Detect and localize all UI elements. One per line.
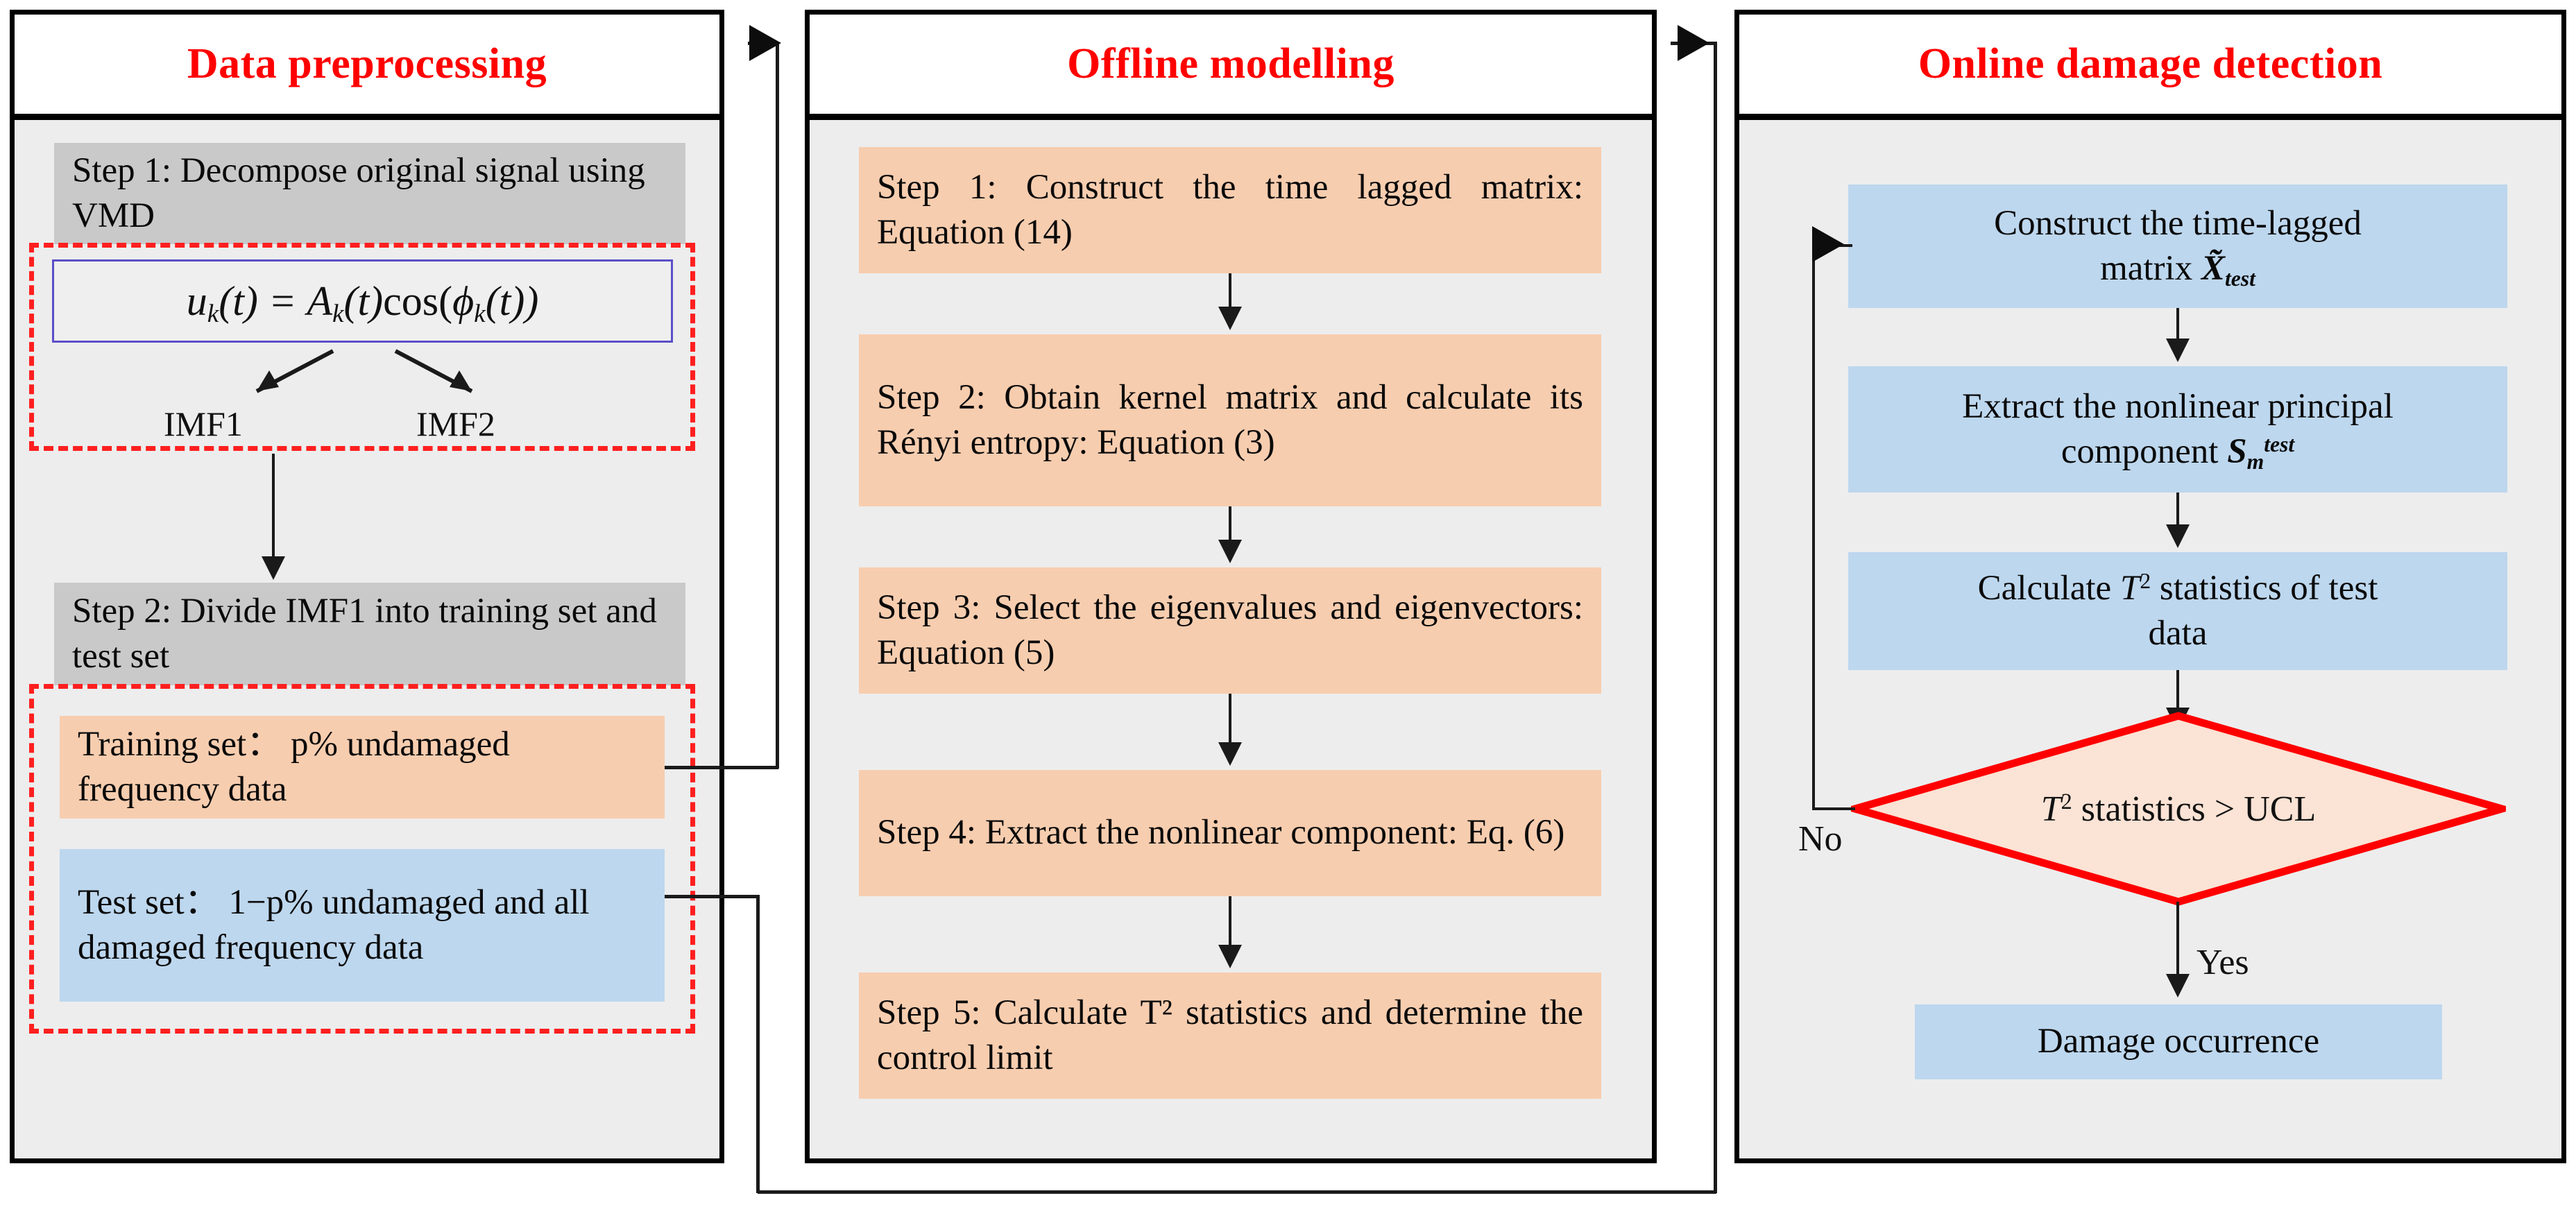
panel-title-online-damage-detection: Online damage detection: [1918, 40, 2383, 87]
decision-diamond-t2-vs-ucl[interactable]: T2 statistics > UCL: [1841, 712, 2516, 906]
branch-label-no: No: [1798, 819, 1843, 859]
step-box-construct-time-lagged-matrix[interactable]: Step 1: Construct the time lagged matrix…: [859, 147, 1601, 273]
label-imf1: IMF1: [164, 404, 243, 443]
arrow-online-2-3-head: [2166, 524, 2190, 548]
arrow-online-1-2-head: [2166, 339, 2190, 362]
step-box-select-eigenvalues-label: Step 3: Select the eigenvalues and eigen…: [877, 588, 1583, 672]
connector-training-to-offline-head: [749, 25, 781, 61]
dashed-group-datasets: [29, 684, 695, 1034]
arrow-offline-4-5-head: [1218, 945, 1242, 968]
panel-title-offline-modelling: Offline modelling: [1067, 40, 1394, 87]
panel-title-data-preprocessing: Data preprocessing: [187, 40, 547, 87]
panel-header-offline-modelling: Offline modelling: [810, 15, 1652, 120]
arrow-offline-1-2-line: [1229, 273, 1231, 309]
label-imf2: IMF2: [416, 404, 495, 443]
arrow-online-2-3-line: [2176, 493, 2179, 527]
step-box-training-set[interactable]: Training set： p% undamaged frequency dat…: [60, 716, 665, 819]
dashed-group-imf: [29, 243, 695, 451]
connector-offline-to-online-v-right: [1714, 42, 1717, 1193]
step-box-training-set-label: Training set： p% undamaged frequency dat…: [78, 724, 510, 809]
step-box-divide-imf1[interactable]: Step 2: Divide IMF1 into training set an…: [54, 583, 685, 685]
connector-offline-to-online-head: [1678, 25, 1709, 61]
arrow-decision-no-vertical: [1812, 244, 1815, 809]
step-box-test-set-label: Test set： 1−p% undamaged and all damaged…: [78, 882, 590, 967]
arrow-decision-no-horizontal: [1812, 807, 1855, 810]
arrow-imf1-to-step2-line: [272, 454, 275, 558]
panel-header-online-damage-detection: Online damage detection: [1739, 15, 2561, 120]
step-box-kernel-matrix-renyi-label: Step 2: Obtain kernel matrix and calcula…: [877, 377, 1583, 462]
decision-diamond-label: T2 statistics > UCL: [2040, 789, 2317, 829]
arrow-online-3-decision-line: [2176, 670, 2179, 710]
arrow-offline-1-2-head: [1218, 307, 1242, 330]
arrow-equation-to-imf1: [255, 349, 334, 393]
step-box-damage-occurrence[interactable]: Damage occurrence: [1915, 1004, 2442, 1079]
step-box-extract-nonlinear-component-label: Step 4: Extract the nonlinear component:…: [877, 813, 1565, 853]
arrow-offline-2-3-head: [1218, 540, 1242, 563]
connector-training-to-offline-v: [776, 42, 779, 769]
step-box-kernel-matrix-renyi[interactable]: Step 2: Obtain kernel matrix and calcula…: [859, 334, 1601, 506]
equation-vmd-text: uk(t) = Ak(t)cos(ϕk(t)): [186, 277, 539, 328]
connector-testset-v: [756, 895, 760, 1193]
arrow-decision-yes-head: [2166, 974, 2190, 997]
step-box-extract-nonlinear-component[interactable]: Step 4: Extract the nonlinear component:…: [859, 770, 1601, 896]
panel-header-data-preprocessing: Data preprocessing: [15, 15, 719, 120]
step-box-calculate-t2-control-limit[interactable]: Step 5: Calculate T² statistics and dete…: [859, 973, 1601, 1099]
arrow-offline-3-4-head: [1218, 742, 1242, 766]
step-box-decompose-vmd[interactable]: Step 1: Decompose original signal using …: [54, 143, 685, 244]
equation-box-vmd: uk(t) = Ak(t)cos(ϕk(t)): [52, 259, 673, 343]
connector-testset-h1: [665, 895, 759, 898]
step-box-decompose-vmd-label: Step 1: Decompose original signal using …: [72, 151, 645, 235]
step-box-construct-time-lagged-matrix-label: Step 1: Construct the time lagged matrix…: [877, 167, 1583, 252]
branch-label-yes: Yes: [2197, 943, 2249, 982]
arrow-offline-3-4-line: [1229, 694, 1231, 745]
step-box-calculate-t2-control-limit-label: Step 5: Calculate T² statistics and dete…: [877, 993, 1583, 1077]
step-box-select-eigenvalues[interactable]: Step 3: Select the eigenvalues and eigen…: [859, 567, 1601, 694]
step-box-damage-occurrence-label: Damage occurrence: [2037, 1022, 2320, 1061]
arrow-offline-4-5-line: [1229, 896, 1231, 948]
arrow-decision-no-head: [1812, 226, 1844, 262]
connector-training-to-offline-h1: [665, 766, 778, 769]
arrow-online-1-2-line: [2176, 308, 2179, 341]
arrow-decision-yes-line: [2176, 902, 2179, 977]
connector-offline-to-online-h-bottom: [758, 1190, 1716, 1194]
step-box-divide-imf1-label: Step 2: Divide IMF1 into training set an…: [72, 591, 657, 676]
arrow-offline-2-3-line: [1229, 506, 1231, 542]
arrow-equation-to-imf2: [394, 349, 473, 393]
arrow-imf1-to-step2-head: [262, 556, 285, 580]
step-box-test-set[interactable]: Test set： 1−p% undamaged and all damaged…: [60, 849, 665, 1002]
